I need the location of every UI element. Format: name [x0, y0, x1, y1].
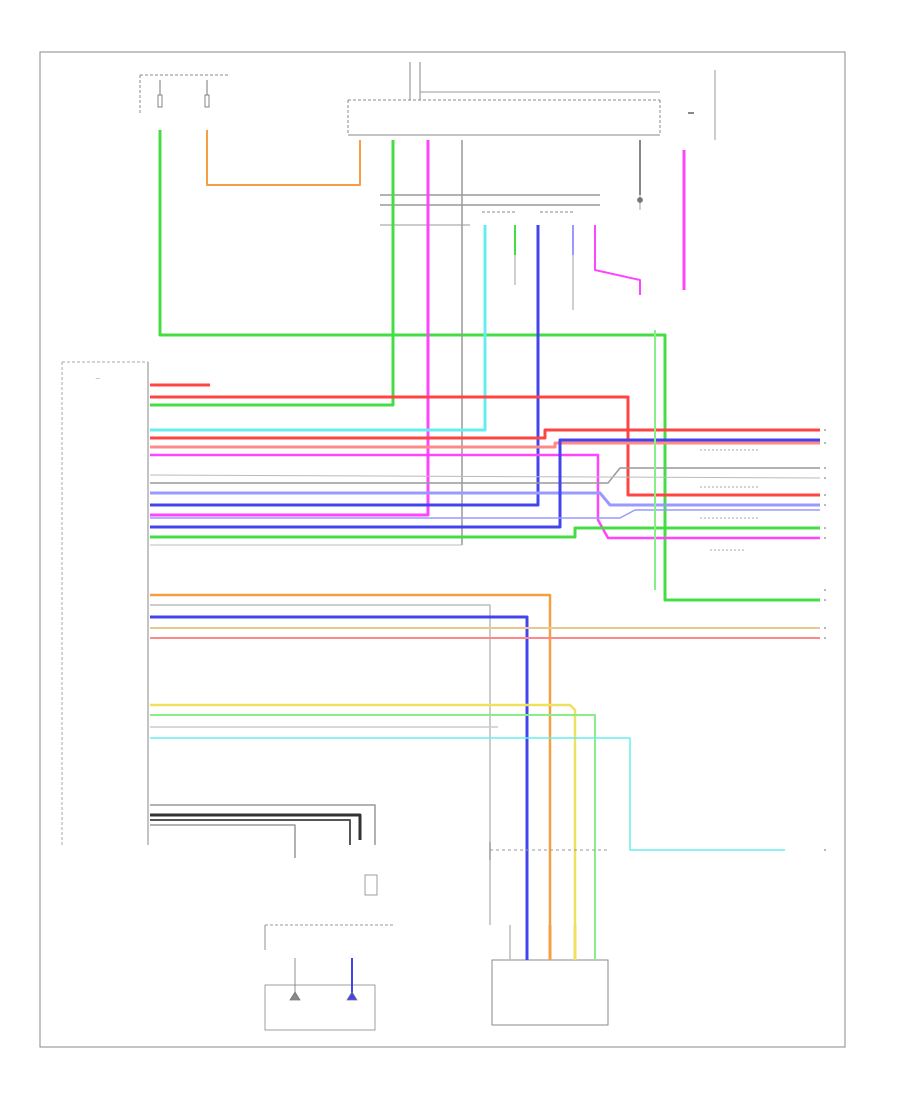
relay-box-top-center	[347, 62, 694, 136]
wire-pink-bus-2	[150, 441, 820, 449]
wire-black-low	[150, 813, 362, 840]
wire-magenta-right-1	[594, 225, 641, 295]
wire-pink-bus	[150, 428, 820, 440]
bottom-switch-assembly	[264, 874, 395, 1031]
wire-orange-fuse	[206, 130, 361, 186]
connector-block-mid	[380, 194, 600, 226]
right-pin-numbers	[824, 429, 826, 851]
wire-gray-low-3	[150, 804, 376, 845]
wire-magenta-bus-1	[150, 140, 430, 517]
svg-text:—: —	[96, 377, 101, 382]
wire-yellow-low	[150, 703, 577, 925]
main-connector-outline	[61, 361, 149, 845]
fuse-box-top-left	[139, 74, 230, 115]
wire-gray-mid-2	[149, 474, 821, 479]
wire-black-low-2	[150, 819, 351, 845]
wire-green-low	[150, 714, 596, 925]
wire-tan-low	[150, 593, 552, 925]
wire-cyan-left	[150, 225, 487, 432]
wire-blue-bus	[150, 225, 540, 507]
wire-green-mid	[150, 526, 820, 539]
bottom-connector	[489, 842, 610, 1026]
relay-symbols-right	[654, 330, 760, 590]
wire-cyan-low	[150, 737, 785, 851]
wire-gray-low-1	[150, 604, 491, 925]
wire-red-bus-2	[150, 395, 820, 497]
wire-green-bus-1	[150, 140, 395, 407]
wire-blue-low	[150, 615, 529, 925]
wire-blue-mid	[150, 438, 820, 529]
wire-green-main	[158, 130, 820, 602]
wires-layer	[149, 130, 821, 925]
wire-lightblue-mid-2	[150, 509, 820, 519]
pin-labels-left: —	[96, 377, 101, 382]
wire-lightblue-mid	[150, 491, 820, 507]
sensor-symbols	[514, 195, 643, 310]
diagram-border	[39, 51, 846, 1048]
wire-gray-mid	[150, 467, 820, 484]
wire-gray-low-4	[150, 824, 296, 858]
